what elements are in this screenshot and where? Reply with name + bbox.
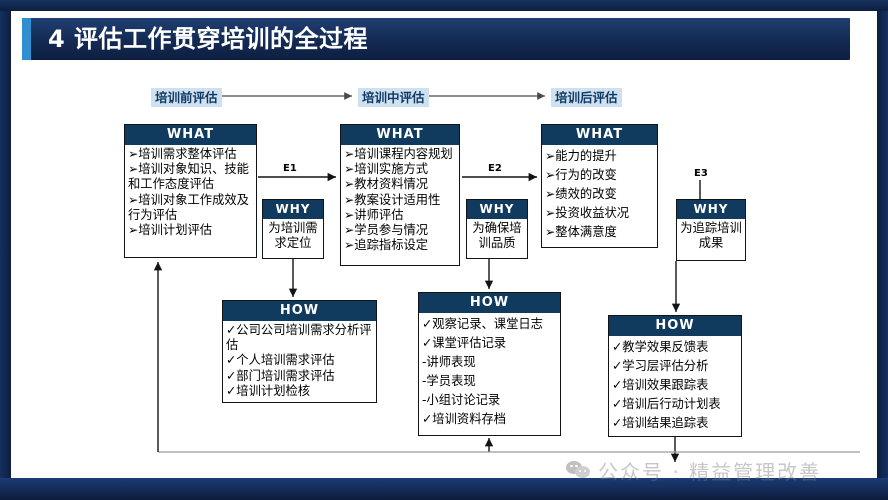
list-item: ➢学员参与情况 — [344, 223, 429, 238]
why-box-text: 为追踪培训成果 — [680, 221, 742, 250]
list-item: ➢行为的改变 — [545, 168, 617, 182]
what-box-post-training: WHAT ➢能力的提升 ➢行为的改变 ➢绩效的改变 ➢投资收益状况 ➢整体满意度 — [541, 124, 658, 248]
what-box-header: WHAT — [542, 125, 657, 145]
how-box-pre-training: HOW ✓公司公司培训需求分析评估 ✓个人培训需求评估 ✓部门培训需求评估 ✓培… — [222, 300, 377, 403]
edge-label-e1: E1 — [283, 163, 297, 174]
why-box-text: 为培训需求定位 — [268, 221, 318, 250]
why-box-during-training: WHY 为确保培训品质 — [466, 199, 528, 259]
list-item: ➢教案设计适用性 — [344, 192, 441, 207]
watermark: 公众号 · 精益管理改善 — [566, 456, 821, 485]
why-box-header: WHY — [263, 200, 323, 219]
list-item: ✓个人培训需求评估 — [226, 353, 335, 368]
stage-label-pre: 培训前评估 — [151, 88, 222, 107]
page-title: 4 评估工作贯穿培训的全过程 — [48, 25, 369, 53]
list-item: ✓培训效果跟踪表 — [612, 378, 709, 392]
how-box-items: ✓公司公司培训需求分析评估 ✓个人培训需求评估 ✓部门培训需求评估 ✓培训计划检… — [223, 321, 376, 401]
list-item: ✓观察记录、课堂日志 — [422, 317, 543, 331]
why-box-header: WHY — [467, 200, 527, 219]
list-item: ➢教材资料情况 — [344, 177, 429, 192]
frame-right-bar — [877, 0, 888, 500]
list-item: -学员表现 — [422, 374, 476, 388]
title-bar — [22, 18, 850, 60]
what-box-items: ➢培训需求整体评估 ➢培训对象知识、技能和工作态度评估 ➢培训对象工作成效及行为… — [125, 145, 256, 240]
why-box-text: 为确保培训品质 — [472, 221, 522, 250]
wechat-icon — [566, 460, 591, 481]
list-item: ➢能力的提升 — [545, 149, 617, 163]
how-box-header: HOW — [609, 316, 741, 336]
what-box-header: WHAT — [125, 125, 256, 145]
how-box-header: HOW — [419, 293, 560, 313]
edge-label-e3: E3 — [694, 168, 708, 179]
edge-label-e2: E2 — [488, 163, 502, 174]
list-item: ➢投资收益状况 — [545, 206, 630, 220]
list-item: ➢培训实施方式 — [344, 162, 429, 177]
list-item: ➢讲师评估 — [344, 207, 404, 222]
list-item: ✓培训资料存档 — [422, 412, 507, 426]
how-box-during-training: HOW ✓观察记录、课堂日志 ✓课堂评估记录 -讲师表现 -学员表现 -小组讨论… — [418, 292, 561, 436]
why-box-header: WHY — [677, 200, 745, 219]
title-accent-stripe — [22, 18, 31, 60]
list-item: ➢培训对象工作成效及行为评估 — [128, 192, 249, 222]
list-item: ➢追踪指标设定 — [344, 238, 429, 253]
list-item: ✓培训计划检核 — [226, 383, 311, 398]
frame-top-bar — [0, 0, 888, 11]
watermark-text: 公众号 · 精益管理改善 — [598, 460, 822, 484]
what-box-items: ➢培训课程内容规划 ➢培训实施方式 ➢教材资料情况 ➢教案设计适用性 ➢讲师评估… — [341, 145, 459, 255]
list-item: ✓课堂评估记录 — [422, 336, 507, 350]
list-item: ➢培训课程内容规划 — [344, 147, 453, 161]
list-item: ➢培训需求整体评估 — [128, 147, 237, 161]
how-box-items: ✓观察记录、课堂日志 ✓课堂评估记录 -讲师表现 -学员表现 -小组讨论记录 ✓… — [419, 313, 560, 431]
list-item: ➢培训计划评估 — [128, 223, 213, 238]
list-item: ➢培训对象知识、技能和工作态度评估 — [128, 162, 249, 192]
stage-label-post: 培训后评估 — [551, 88, 622, 107]
how-box-header: HOW — [223, 301, 376, 321]
list-item: ✓公司公司培训需求分析评估 — [226, 323, 372, 353]
what-box-during-training: WHAT ➢培训课程内容规划 ➢培训实施方式 ➢教材资料情况 ➢教案设计适用性 … — [340, 124, 460, 266]
list-item: ➢整体满意度 — [545, 225, 617, 239]
list-item: ✓学习层评估分析 — [612, 359, 709, 373]
list-item: ✓部门培训需求评估 — [226, 368, 335, 383]
frame-bottom-bar — [0, 478, 888, 500]
list-item: ✓培训结果追踪表 — [612, 416, 709, 430]
what-box-pre-training: WHAT ➢培训需求整体评估 ➢培训对象知识、技能和工作态度评估 ➢培训对象工作… — [124, 124, 257, 258]
stage-label-during: 培训中评估 — [358, 88, 429, 107]
what-box-items: ➢能力的提升 ➢行为的改变 ➢绩效的改变 ➢投资收益状况 ➢整体满意度 — [542, 145, 657, 244]
list-item: -讲师表现 — [422, 355, 476, 369]
list-item: -小组讨论记录 — [422, 393, 501, 407]
why-box-post-training: WHY 为追踪培训成果 — [676, 199, 746, 261]
why-box-pre-training: WHY 为培训需求定位 — [262, 199, 324, 259]
how-box-post-training: HOW ✓教学效果反馈表 ✓学习层评估分析 ✓培训效果跟踪表 ✓培训后行动计划表… — [608, 315, 742, 437]
what-box-header: WHAT — [341, 125, 459, 145]
list-item: ✓教学效果反馈表 — [612, 340, 709, 354]
frame-left-bar — [0, 0, 11, 500]
list-item: ✓培训后行动计划表 — [612, 397, 721, 411]
how-box-items: ✓教学效果反馈表 ✓学习层评估分析 ✓培训效果跟踪表 ✓培训后行动计划表 ✓培训… — [609, 336, 741, 435]
list-item: ➢绩效的改变 — [545, 187, 617, 201]
